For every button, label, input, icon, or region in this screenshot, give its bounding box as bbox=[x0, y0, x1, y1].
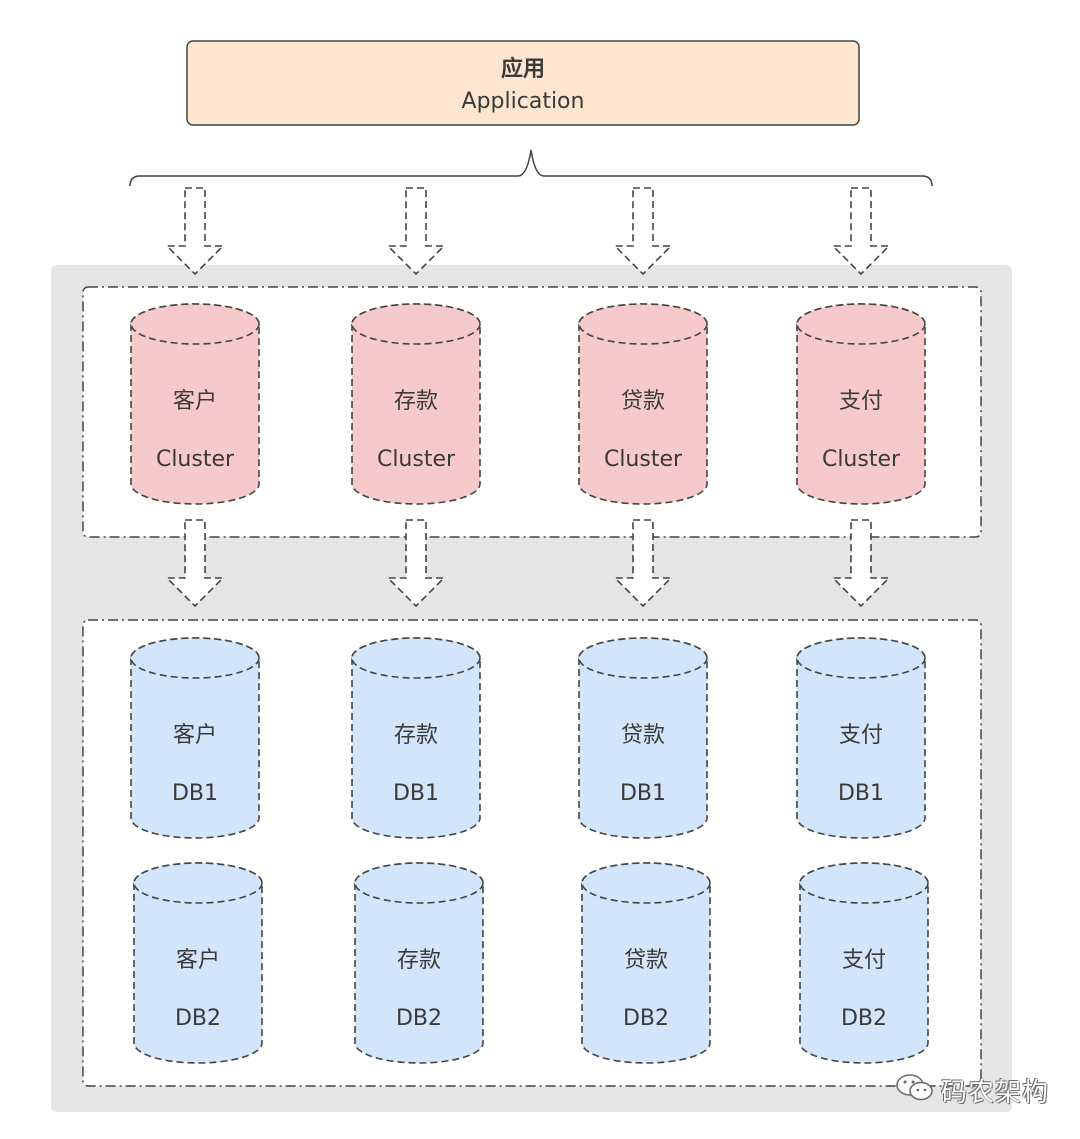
db2-cylinder: 贷款 DB2 bbox=[581, 862, 711, 1064]
cylinder-top bbox=[578, 303, 708, 345]
cylinder-name-label: 客户 bbox=[173, 389, 217, 414]
cluster-group bbox=[82, 286, 982, 538]
app-to-cluster-arrow bbox=[386, 187, 446, 276]
cluster-to-db-arrow bbox=[613, 519, 673, 608]
cylinder-type-label: Cluster bbox=[156, 447, 235, 472]
cylinder-name-label: 贷款 bbox=[624, 948, 668, 973]
cluster-cylinder: 存款 Cluster bbox=[351, 303, 481, 505]
cluster-to-db-arrow bbox=[831, 519, 891, 608]
cluster-to-db-arrow bbox=[386, 519, 446, 608]
cylinder-top bbox=[130, 303, 260, 345]
cylinder-top bbox=[578, 637, 708, 679]
cylinder-type-label: DB1 bbox=[620, 781, 666, 806]
cluster-cylinder: 贷款 Cluster bbox=[578, 303, 708, 505]
cylinder-name-label: 存款 bbox=[394, 389, 438, 414]
app-to-cluster-arrow bbox=[165, 187, 225, 276]
cylinder-top bbox=[354, 862, 484, 904]
cylinder-top bbox=[799, 862, 929, 904]
cylinder-name-label: 客户 bbox=[176, 948, 220, 973]
database-group bbox=[82, 619, 982, 1087]
cylinder-type-label: Cluster bbox=[822, 447, 901, 472]
cylinder-name-label: 贷款 bbox=[621, 723, 665, 748]
db1-cylinder: 支付 DB1 bbox=[796, 637, 926, 839]
watermark-text: 码农架构 bbox=[941, 1078, 1050, 1108]
cluster-to-db-arrow bbox=[165, 519, 225, 608]
cylinder-name-label: 支付 bbox=[839, 389, 883, 414]
db2-cylinder: 客户 DB2 bbox=[133, 862, 263, 1064]
application-box bbox=[186, 40, 860, 126]
cylinder-type-label: DB2 bbox=[841, 1006, 887, 1031]
cluster-cylinder: 支付 Cluster bbox=[796, 303, 926, 505]
application-node: 应用 Application bbox=[186, 40, 860, 126]
cylinder-name-label: 存款 bbox=[394, 723, 438, 748]
db1-cylinder: 存款 DB1 bbox=[351, 637, 481, 839]
cylinder-type-label: DB2 bbox=[175, 1006, 221, 1031]
db2-cylinder: 存款 DB2 bbox=[354, 862, 484, 1064]
db2-cylinder: 支付 DB2 bbox=[799, 862, 929, 1064]
cylinder-type-label: DB1 bbox=[393, 781, 439, 806]
wechat-icon bbox=[895, 1072, 935, 1109]
cluster-cylinder: 客户 Cluster bbox=[130, 303, 260, 505]
watermark: 码农架构 bbox=[895, 1072, 1049, 1109]
cylinder-name-label: 客户 bbox=[173, 723, 217, 748]
cylinder-name-label: 贷款 bbox=[621, 389, 665, 414]
cylinder-top bbox=[133, 862, 263, 904]
db1-cylinder: 贷款 DB1 bbox=[578, 637, 708, 839]
application-title-en: Application bbox=[462, 89, 585, 114]
cylinder-top bbox=[581, 862, 711, 904]
cylinder-top bbox=[796, 637, 926, 679]
cylinder-top bbox=[351, 637, 481, 679]
cylinder-top bbox=[796, 303, 926, 345]
cylinder-name-label: 支付 bbox=[839, 723, 883, 748]
cylinder-top bbox=[351, 303, 481, 345]
cylinder-name-label: 支付 bbox=[842, 948, 886, 973]
application-title-cn: 应用 bbox=[501, 56, 545, 82]
app-to-cluster-arrow bbox=[613, 187, 673, 276]
cylinder-type-label: Cluster bbox=[604, 447, 683, 472]
cylinder-top bbox=[130, 637, 260, 679]
cylinders-layer: 客户Cluster客户DB1客户DB2存款Cluster存款DB1存款DB2贷款… bbox=[130, 303, 929, 1064]
cylinder-type-label: Cluster bbox=[377, 447, 456, 472]
cylinder-name-label: 存款 bbox=[397, 948, 441, 973]
cylinder-type-label: DB2 bbox=[396, 1006, 442, 1031]
fan-out-brace bbox=[129, 149, 933, 187]
cylinder-type-label: DB1 bbox=[838, 781, 884, 806]
app-to-cluster-arrow bbox=[831, 187, 891, 276]
arrows-layer bbox=[165, 187, 891, 608]
cylinder-type-label: DB1 bbox=[172, 781, 218, 806]
cylinder-type-label: DB2 bbox=[623, 1006, 669, 1031]
db1-cylinder: 客户 DB1 bbox=[130, 637, 260, 839]
